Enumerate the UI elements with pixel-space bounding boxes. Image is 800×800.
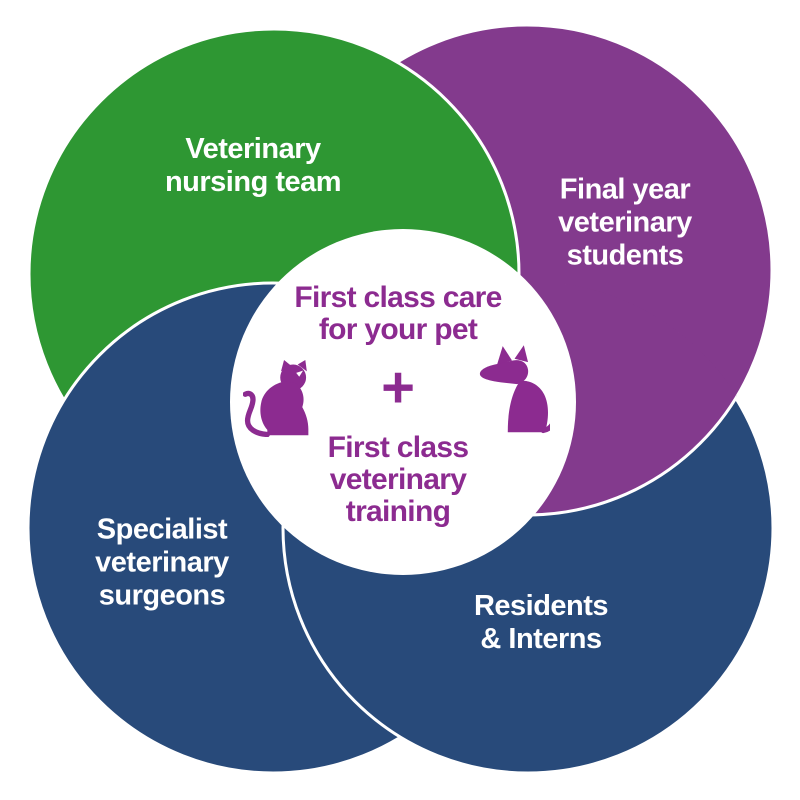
center-bottom-text: First class veterinary training <box>327 431 469 528</box>
label-veterinary-nursing-team: Veterinary nursing team <box>164 133 342 198</box>
center-circle <box>230 229 576 575</box>
plus-sign: + <box>381 355 415 420</box>
dog-icon <box>479 345 550 434</box>
label-final-year-veterinary-students: Final year veterinary students <box>558 173 692 272</box>
center-top-text: First class care for your pet <box>294 281 502 346</box>
label-residents-interns: Residents & Interns <box>473 590 609 655</box>
label-specialist-veterinary-surgeons: Specialist veterinary surgeons <box>95 513 229 612</box>
cat-icon <box>243 360 309 437</box>
